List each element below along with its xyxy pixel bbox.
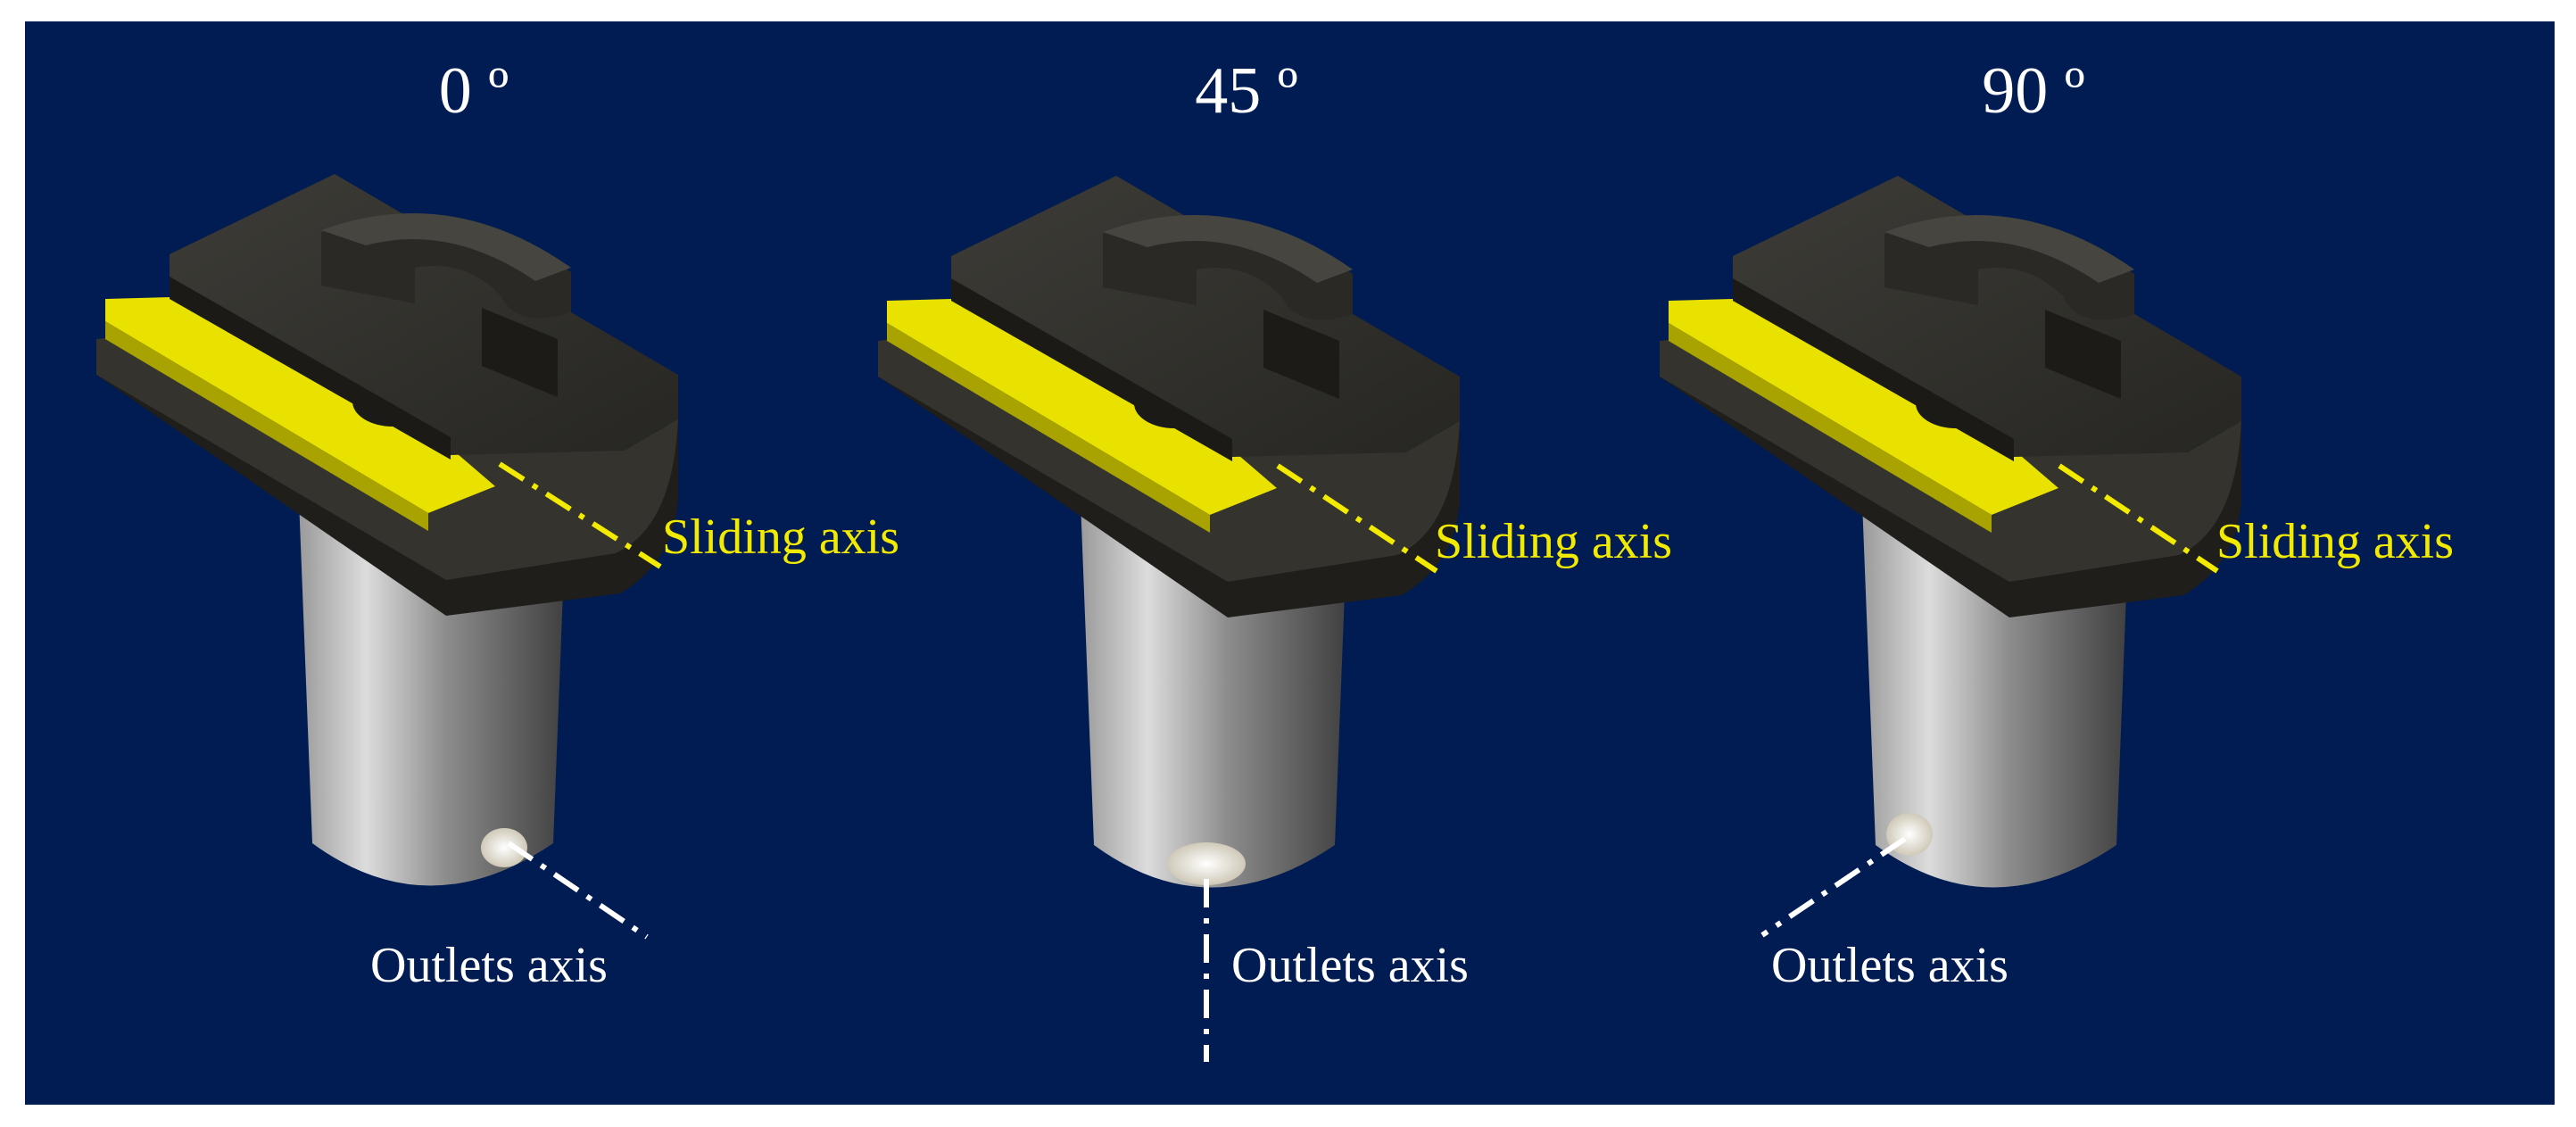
sliding-axis-line <box>2058 463 2219 574</box>
panel-title: 45 º <box>1195 54 1297 128</box>
outlets-axis-label: Outlets axis <box>1231 938 1469 993</box>
outlet-hole <box>1167 842 1246 885</box>
outlet-hole <box>481 828 527 867</box>
panel-0-deg: 0 º Sliding axis Outlets axis <box>96 54 899 993</box>
panel-title: 90 º <box>1982 54 2084 128</box>
panel-45-deg: 45 º Sliding axis Outlets axis <box>878 54 1672 1062</box>
panel-title: 0 º <box>439 54 509 128</box>
sliding-axis-line <box>498 461 662 569</box>
sliding-axis-label: Sliding axis <box>1435 514 1672 569</box>
panel-90-deg: 90 º Sliding axis Outlets axis <box>1660 54 2454 993</box>
outlets-axis-line <box>507 841 649 940</box>
sliding-axis-label: Sliding axis <box>662 510 899 565</box>
sliding-axis-line <box>1276 463 1438 574</box>
outlets-axis-label: Outlets axis <box>1771 938 2009 993</box>
outlets-axis-label: Outlets axis <box>370 938 608 993</box>
sliding-axis-label: Sliding axis <box>2216 514 2454 569</box>
